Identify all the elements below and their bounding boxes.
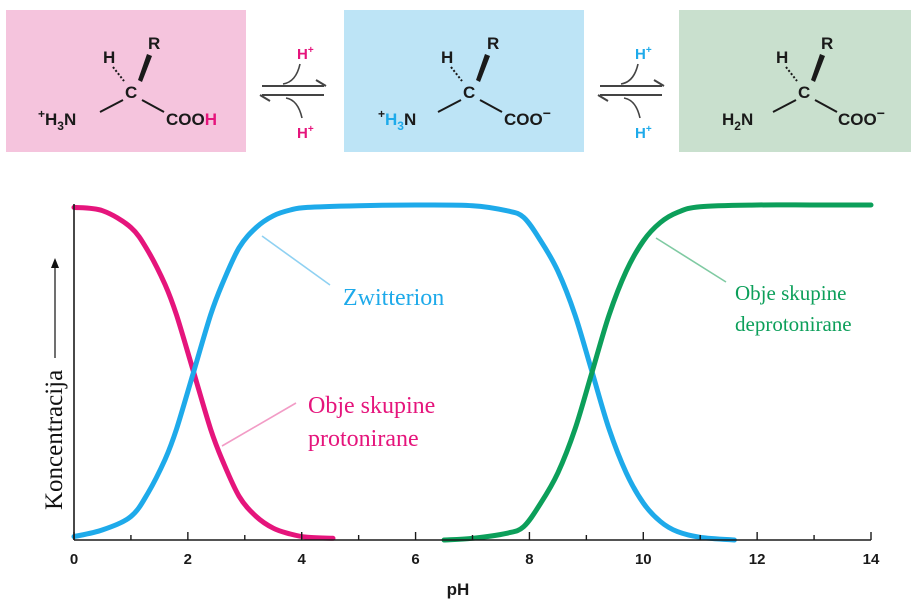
zwitterion-label-group: Zwitterion xyxy=(261,235,444,311)
x-tick-label: 4 xyxy=(298,551,307,568)
series-line-obje-skupine-deprotonirane xyxy=(441,202,874,543)
s2-r: R xyxy=(487,34,499,53)
structure-deprotonated: H R C H2N COO− xyxy=(722,34,885,133)
s3-r: R xyxy=(821,34,833,53)
s1-r: R xyxy=(148,34,160,53)
s1-c: C xyxy=(125,83,137,102)
s2-amine: +H3N xyxy=(378,107,416,133)
panel-deprotonated xyxy=(679,10,911,152)
s1-amine: +H3N xyxy=(38,107,76,133)
s3-h: H xyxy=(776,48,788,67)
series-layer xyxy=(71,202,874,543)
x-axis: 0 2 4 6 8 10 12 14 xyxy=(70,204,880,568)
deprotonated-label-group: Obje skupine deprotonirane xyxy=(655,237,852,336)
x-tick-label: 8 xyxy=(525,551,533,568)
x-axis-label: pH xyxy=(447,580,470,599)
zwitterion-label: Zwitterion xyxy=(343,285,444,311)
panel-zwitterion xyxy=(344,10,584,152)
panel-protonated xyxy=(6,10,246,152)
equilibrium-arrow-2: H+ H+ xyxy=(597,45,665,142)
arrow1-top-label: H+ xyxy=(297,45,314,63)
deprotonated-label-line1: Obje skupine xyxy=(735,281,846,305)
x-tick-label: 14 xyxy=(863,551,880,568)
protonated-label-line2: protonirane xyxy=(308,426,419,452)
series-line-obje-skupine-protonirane xyxy=(71,204,336,541)
structure-zwitterion: H R C +H3N COO− xyxy=(378,34,551,133)
y-axis-label-group: Koncentracija xyxy=(41,258,68,510)
protonated-label-line1: Obje skupine xyxy=(308,393,435,419)
x-tick-label: 12 xyxy=(749,551,766,568)
s3-amine: H2N xyxy=(722,110,753,133)
s1-h: H xyxy=(103,48,115,67)
s2-acid: COO− xyxy=(504,105,551,129)
protonated-label-group: Obje skupine protonirane xyxy=(221,393,435,452)
equilibrium-arrow-1: H+ H+ xyxy=(259,45,327,142)
arrow2-bottom-label: H+ xyxy=(635,124,652,142)
arrow1-bottom-label: H+ xyxy=(297,124,314,142)
x-tick-label: 0 xyxy=(70,551,78,568)
series-line-zwitterion xyxy=(71,202,737,543)
x-tick-label: 6 xyxy=(411,551,419,568)
s2-c: C xyxy=(463,83,475,102)
x-tick-label: 10 xyxy=(635,551,652,568)
arrow2-top-label: H+ xyxy=(635,45,652,63)
structure-protonated: H R C +H3N COOH xyxy=(38,34,217,133)
s3-c: C xyxy=(798,83,810,102)
x-tick-label: 2 xyxy=(184,551,192,568)
deprotonated-label-line2: deprotonirane xyxy=(735,312,852,336)
s1-acid: COOH xyxy=(166,110,217,129)
s3-acid: COO− xyxy=(838,105,885,129)
s2-h: H xyxy=(441,48,453,67)
y-axis-label: Koncentracija xyxy=(41,370,68,510)
